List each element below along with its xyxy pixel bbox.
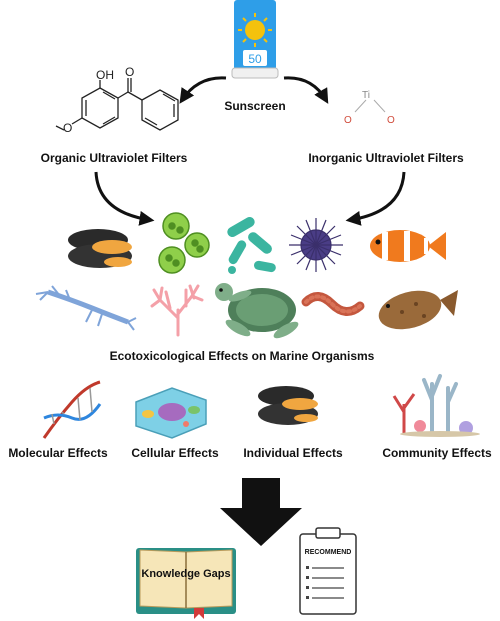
sunscreen-tube-icon: 50 (231, 0, 279, 79)
carbonyl-atom: O (125, 65, 134, 79)
flatfish-icon (378, 290, 458, 330)
algae-icon (158, 212, 210, 274)
arrow-organic-to-organisms (94, 171, 155, 226)
effect-label-cellular: Cellular Effects (131, 446, 219, 460)
organisms-title: Ecotoxicological Effects on Marine Organ… (110, 349, 375, 363)
sunscreen-label: Sunscreen (224, 99, 285, 113)
arrow-inorganic-to-organisms (345, 171, 406, 226)
book-icon (136, 548, 236, 619)
cell-icon (135, 387, 207, 439)
clownfish-icon (370, 230, 446, 262)
recommend-label: RECOMMEND (305, 549, 352, 556)
worm-icon (301, 292, 365, 316)
tio2-structure (354, 99, 386, 113)
inorganic-filters-label: Inorganic Ultraviolet Filters (308, 151, 464, 165)
effect-label-community: Community Effects (382, 446, 492, 460)
organic-filters-label: Organic Ultraviolet Filters (41, 151, 188, 165)
coral-reef-icon (392, 374, 480, 437)
titanium-atom: Ti (362, 90, 370, 101)
mussel-icon (258, 386, 318, 425)
clipboard-icon (299, 527, 357, 615)
dna-icon (42, 380, 102, 439)
spf-value: 50 (248, 52, 262, 66)
coral-icon (150, 284, 204, 337)
oxybenzone-structure (55, 78, 179, 131)
hydroxyl-atom: OH (96, 68, 114, 82)
sea-turtle-icon (215, 283, 299, 339)
down-arrow-icon (220, 478, 302, 546)
effect-label-molecular: Molecular Effects (8, 446, 108, 460)
knowledge-gaps-label: Knowledge Gaps (141, 568, 230, 580)
arrow-to-organic (179, 76, 227, 104)
left-oxygen-atom: O (344, 115, 352, 126)
bacteria-icon (227, 217, 276, 274)
methoxy-atom: O (63, 121, 72, 135)
effect-label-individual: Individual Effects (243, 446, 343, 460)
shrimp-icon (35, 285, 137, 331)
right-oxygen-atom: O (387, 115, 395, 126)
sea-urchin-icon (289, 218, 343, 272)
arrow-to-inorganic (283, 76, 329, 104)
mussel-icon (68, 229, 132, 268)
